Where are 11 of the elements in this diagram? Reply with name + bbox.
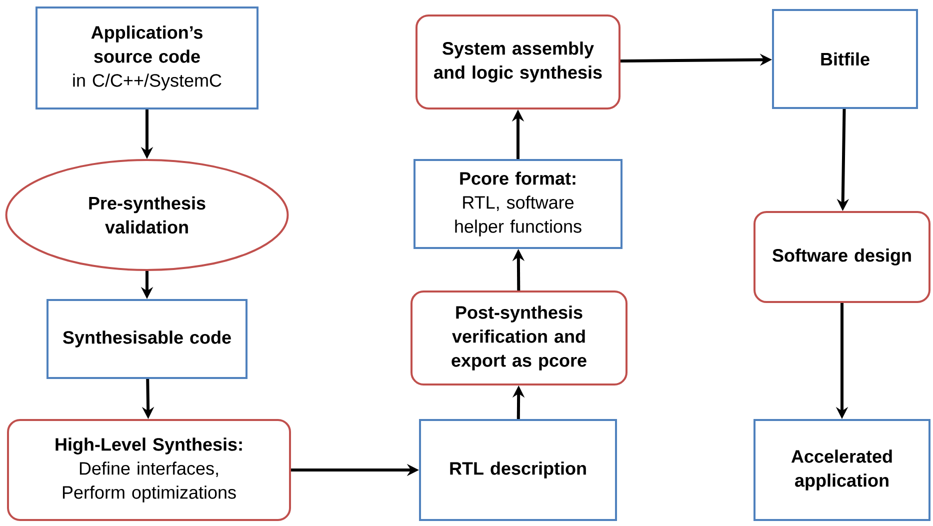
process-box: Accelerated application <box>754 419 930 521</box>
rounded-box: High-Level Synthesis: Define interfaces, Perform optimizations <box>7 419 291 521</box>
process-box: Pcore format: RTL, software helper functions <box>414 159 622 249</box>
process-box: RTL description <box>419 419 617 521</box>
process-box: Synthesisable code <box>46 299 248 379</box>
rounded-box: Post-synthesis verification and export as pcore <box>410 290 628 386</box>
process-box: Application’s source code in C/C++/SystemC <box>36 6 258 110</box>
ellipse-node: Pre-synthesis validation <box>5 159 289 271</box>
rounded-box: Software design <box>754 211 930 303</box>
process-box: Bitfile <box>772 9 918 109</box>
rounded-box: System assembly and logic synthesis <box>416 14 620 110</box>
